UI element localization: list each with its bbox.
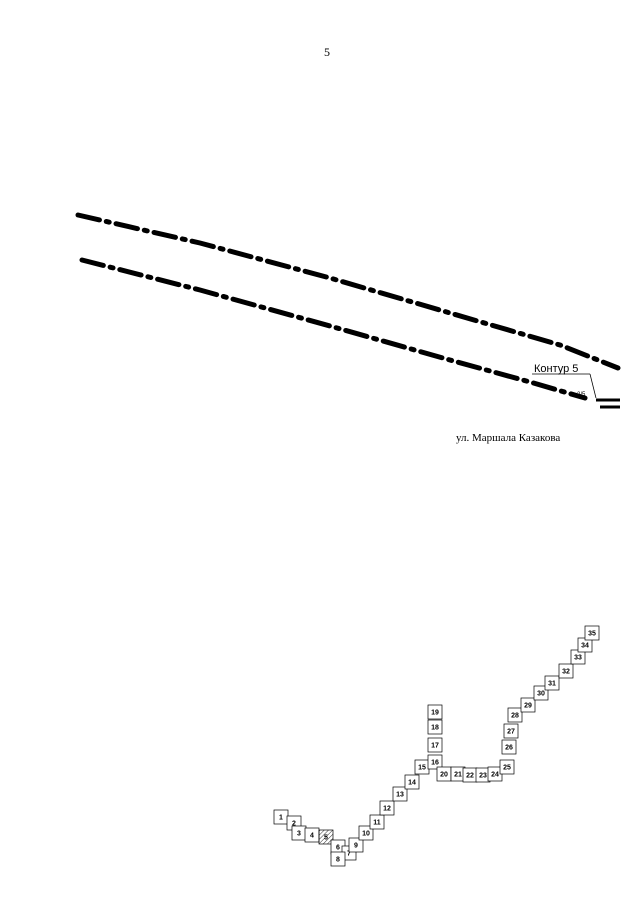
- map-cell-outline: [558, 663, 574, 679]
- map-cell: 25: [499, 759, 515, 775]
- map-cell-outline: [503, 723, 519, 739]
- map-cell-outline: [544, 675, 560, 691]
- map-cell-outline: [501, 739, 517, 755]
- map-cell-outline: [427, 754, 443, 770]
- map-cell-number: 34: [581, 643, 589, 650]
- map-cell-number: 11: [373, 820, 381, 827]
- map-cell-outline: [318, 829, 334, 845]
- map-cell-number: 24: [491, 772, 499, 779]
- map-cell-number: 32: [562, 669, 570, 676]
- map-cell-number: 15: [418, 765, 426, 772]
- map-cell: 11: [369, 814, 385, 830]
- map-cell-number: 6: [336, 845, 340, 852]
- map-cell: 1: [273, 809, 289, 825]
- map-cell: 22: [462, 767, 478, 783]
- map-cell: 20: [436, 766, 452, 782]
- map-cell: 18: [427, 719, 443, 735]
- map-cell-number: 29: [524, 703, 532, 710]
- map-cell-number: 28: [511, 713, 519, 720]
- boundary-line-upper: [75, 212, 621, 371]
- map-cell-outline: [330, 851, 346, 867]
- map-cell: 14: [404, 774, 420, 790]
- map-cell-number: 22: [466, 773, 474, 780]
- map-cell: 35: [584, 625, 600, 641]
- map-cell-outline: [533, 685, 549, 701]
- map-cell-outline: [427, 737, 443, 753]
- map-cell: 26: [501, 739, 517, 755]
- map-cell-number: 19: [431, 710, 439, 717]
- map-cell: 13: [392, 786, 408, 802]
- map-cell: 15: [414, 759, 430, 775]
- map-cell: 32: [558, 663, 574, 679]
- map-cell: 21: [450, 766, 466, 782]
- map-cell-outline: [584, 625, 600, 641]
- map-cell-number: 20: [440, 772, 448, 779]
- map-cell: 8: [330, 851, 346, 867]
- map-cell-number: 7: [347, 851, 351, 858]
- map-cell: 17: [427, 737, 443, 753]
- contour-point-label: 2/5: [577, 392, 586, 398]
- map-cell: 4: [304, 827, 320, 843]
- map-cell: 3: [291, 825, 307, 841]
- map-cell: 19: [427, 704, 443, 720]
- map-cell-outline: [379, 800, 395, 816]
- map-cell-outline: [404, 774, 420, 790]
- map-cell-number: 8: [336, 857, 340, 864]
- map-cell: 24: [487, 766, 503, 782]
- map-cell-number: 1: [279, 815, 283, 822]
- map-cell: 5: [318, 829, 334, 845]
- map-cell-number: 2: [292, 821, 296, 828]
- map-cell-number: 18: [431, 725, 439, 732]
- map-cell: 31: [544, 675, 560, 691]
- map-cell-number: 12: [383, 806, 391, 813]
- contour-label: Контур 5: [534, 363, 578, 375]
- map-cell-number: 5: [324, 835, 328, 842]
- map-cell: 27: [503, 723, 519, 739]
- map-cell: 9: [348, 837, 364, 853]
- map-cell-outline: [369, 814, 385, 830]
- map-cell-number: 23: [479, 773, 487, 780]
- contour-marker: Контур 5 2/5: [532, 363, 620, 409]
- map-cell-number: 26: [505, 745, 513, 752]
- map-cell-outline: [427, 704, 443, 720]
- map-cell: 10: [358, 825, 374, 841]
- map-cell-number: 27: [507, 729, 515, 736]
- map-cell-outline: [358, 825, 374, 841]
- map-cell-number: 16: [431, 760, 439, 767]
- map-cell-outline: [507, 707, 523, 723]
- map-cell: 16: [427, 754, 443, 770]
- map-cell-number: 4: [310, 833, 314, 840]
- map-cell: 29: [520, 697, 536, 713]
- map-cell-outline: [499, 759, 515, 775]
- map-cell-number: 35: [588, 631, 596, 638]
- map-cell: 28: [507, 707, 523, 723]
- map-cell-number: 14: [408, 780, 416, 787]
- map-cell-number: 3: [297, 831, 301, 838]
- map-cell-number: 13: [396, 792, 404, 799]
- page-number: 5: [324, 45, 330, 59]
- map-cell-number: 17: [431, 743, 439, 750]
- map-cell-outline: [520, 697, 536, 713]
- map-cell-number: 25: [503, 765, 511, 772]
- map-cell-number: 21: [454, 772, 462, 779]
- street-label: ул. Маршала Казакова: [456, 432, 560, 444]
- map-cell: 30: [533, 685, 549, 701]
- map-cell-number: 9: [354, 843, 358, 850]
- map-cell-outline: [392, 786, 408, 802]
- boundary-line-lower: [79, 257, 588, 401]
- map-cell-outline: [427, 719, 443, 735]
- map-cell: 12: [379, 800, 395, 816]
- map-cell-outline: [348, 837, 364, 853]
- map-cell-number: 30: [537, 691, 545, 698]
- map-cell-number: 10: [362, 831, 370, 838]
- map-cell-number: 33: [574, 655, 582, 662]
- map-cell-number: 31: [548, 681, 556, 688]
